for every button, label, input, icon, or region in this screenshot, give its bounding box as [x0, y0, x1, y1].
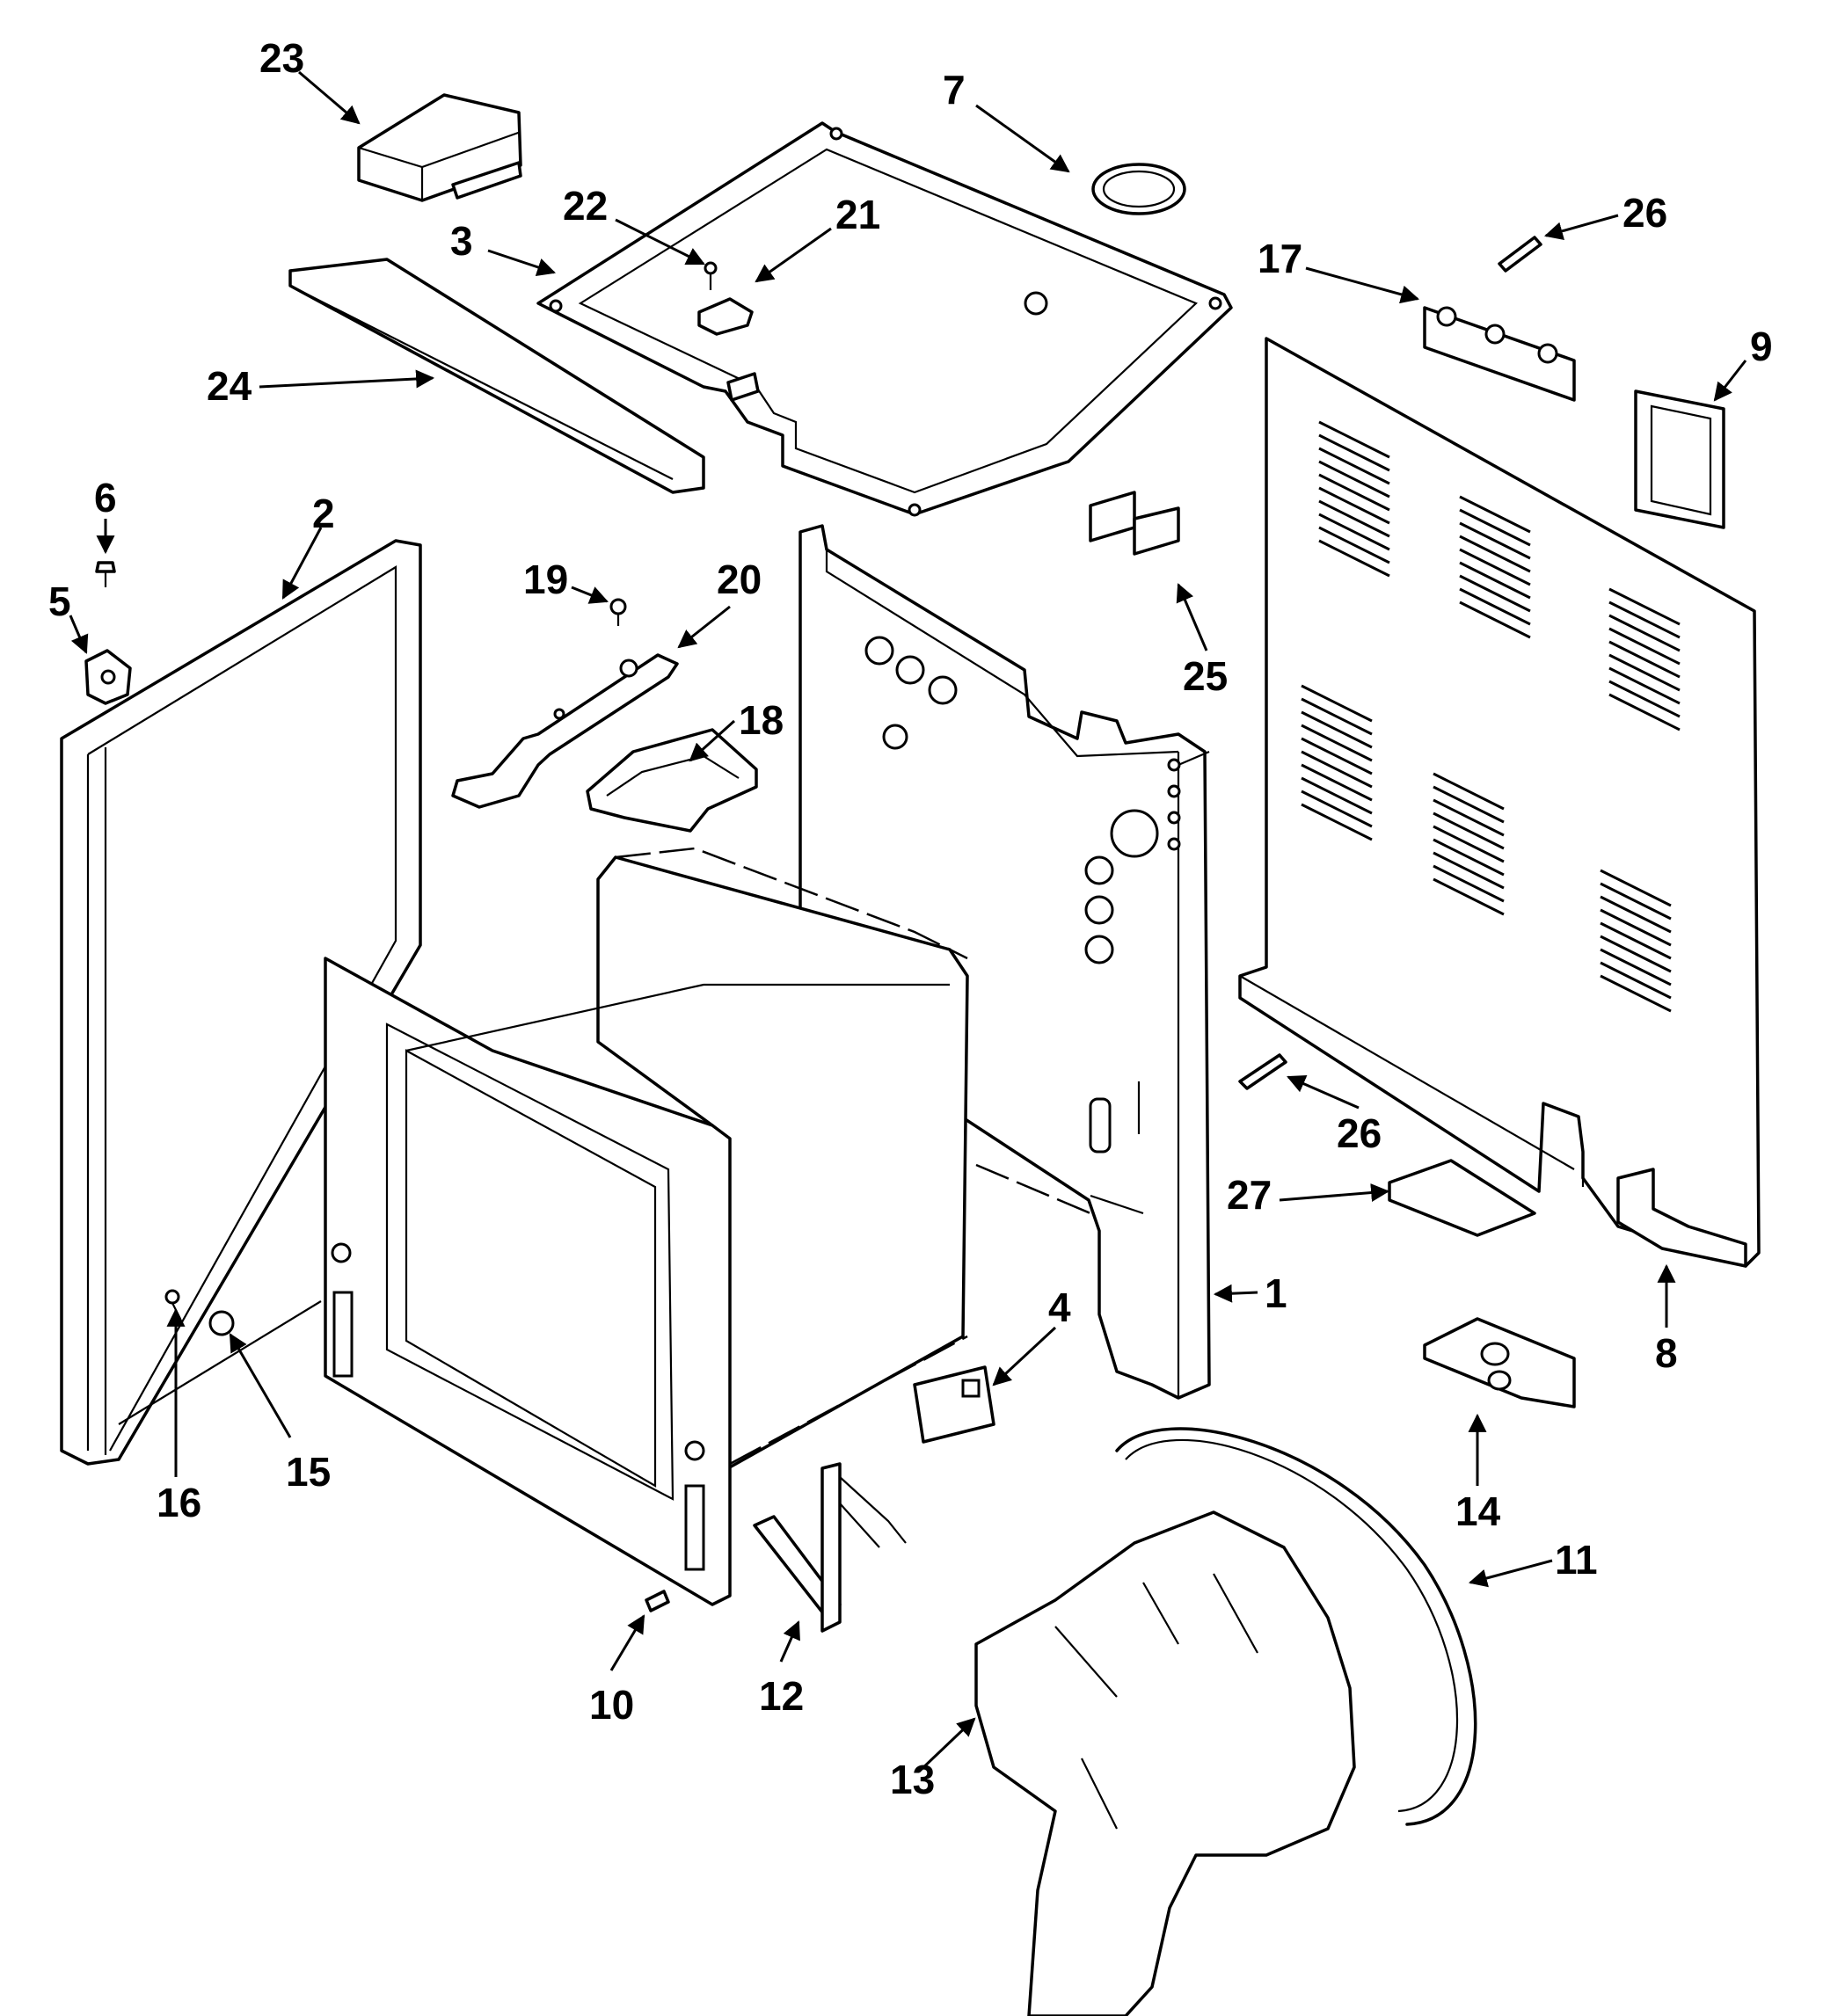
callout-2: 2	[312, 491, 335, 536]
callout-9: 9	[1750, 324, 1773, 369]
mounting-bracket	[1634, 389, 1725, 529]
callout-26-bottom: 26	[1337, 1110, 1382, 1156]
leader-24	[259, 369, 435, 389]
leader-11	[1468, 1559, 1553, 1588]
callout-4: 4	[1048, 1285, 1071, 1330]
leader-19	[571, 586, 609, 604]
door-stop	[208, 1310, 235, 1336]
wire-clips	[1089, 491, 1180, 556]
callout-10: 10	[589, 1682, 634, 1728]
insulation-blanket	[974, 1510, 1356, 2016]
oven-cavity	[324, 847, 1091, 1606]
callout-26-top: 26	[1622, 190, 1667, 236]
callout-1: 1	[1265, 1270, 1287, 1316]
callout-12: 12	[759, 1673, 804, 1719]
door-latch	[586, 728, 758, 833]
leader-25	[1176, 583, 1208, 651]
trim-bar	[288, 258, 705, 494]
leader-26-top	[1543, 214, 1619, 241]
door-frame	[60, 539, 422, 1466]
callout-7: 7	[943, 67, 966, 113]
callout-leaders	[69, 70, 1747, 1773]
leader-1	[1213, 1284, 1258, 1303]
control-box	[357, 93, 522, 202]
cavity-screw	[645, 1590, 670, 1612]
leader-13	[917, 1717, 976, 1773]
switch-screw	[704, 261, 718, 290]
callout-21: 21	[835, 192, 880, 237]
callout-20: 20	[717, 557, 762, 602]
callout-23: 23	[259, 35, 304, 81]
callout-14: 14	[1455, 1488, 1501, 1534]
top-panel-switch	[697, 297, 760, 402]
leader-26-bottom	[1287, 1074, 1360, 1110]
callout-17: 17	[1258, 236, 1302, 281]
door-hinge-bracket	[84, 649, 132, 705]
callout-25: 25	[1183, 653, 1228, 699]
callout-19: 19	[523, 557, 568, 602]
callout-15: 15	[286, 1449, 331, 1495]
leader-21	[755, 227, 832, 283]
leader-18	[689, 719, 736, 762]
top-panel	[536, 121, 1233, 517]
latch-arm	[451, 653, 679, 809]
hinge-screw	[95, 561, 116, 587]
callout-8: 8	[1655, 1330, 1678, 1376]
leader-3	[487, 249, 556, 276]
leader-20	[677, 605, 731, 649]
callout-27: 27	[1227, 1172, 1272, 1218]
callout-6: 6	[94, 475, 117, 520]
back-panel	[1238, 337, 1761, 1268]
callout-11: 11	[1555, 1537, 1598, 1583]
leader-17	[1305, 266, 1420, 304]
leader-10	[609, 1614, 645, 1671]
leader-15	[229, 1333, 292, 1438]
callout-5: 5	[48, 579, 71, 624]
callout-16: 16	[157, 1480, 201, 1525]
leader-27	[1279, 1183, 1390, 1202]
leader-7	[975, 104, 1070, 173]
leader-22	[615, 218, 705, 266]
callout-24: 24	[207, 363, 252, 409]
back-panel-louvers	[1301, 420, 1681, 1013]
pin-top	[1498, 236, 1542, 273]
pin-lower	[1238, 1053, 1287, 1090]
leader-2	[281, 527, 323, 600]
callout-18: 18	[739, 697, 784, 743]
latch-screw	[609, 598, 627, 626]
terminal-block	[1423, 306, 1576, 402]
leader-23	[298, 70, 361, 125]
callout-13: 13	[890, 1757, 935, 1802]
leader-4	[992, 1326, 1057, 1386]
leader-5	[69, 615, 89, 654]
callout-22: 22	[563, 183, 608, 229]
back-panel-foot	[1616, 1168, 1747, 1268]
corner-bracket	[1423, 1317, 1576, 1408]
door-hinge	[753, 1462, 907, 1633]
leader-12	[779, 1620, 800, 1663]
callout-labels: 1 2 3 4 5 6 7 8 9 10 11 12 13 14 15 16 1…	[48, 35, 1773, 1802]
door-gasket	[1115, 1427, 1477, 1826]
vent-grille	[1091, 163, 1186, 215]
side-panel	[798, 524, 1211, 1400]
leader-9	[1713, 360, 1747, 402]
callout-3: 3	[450, 218, 473, 264]
front-bracket	[913, 1365, 995, 1444]
